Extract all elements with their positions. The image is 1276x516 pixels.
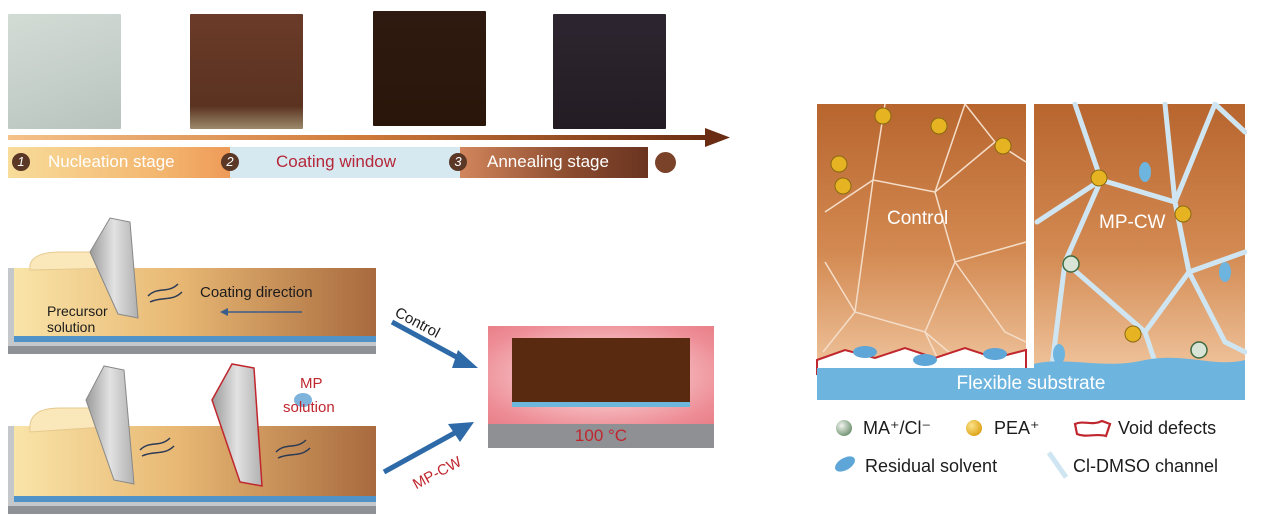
hotplate-temperature: 100 °C bbox=[574, 426, 628, 445]
hotplate-base bbox=[488, 424, 714, 448]
film-microstructure bbox=[816, 102, 1247, 400]
control-coating-stack bbox=[8, 217, 376, 354]
legend-ma-label: MA⁺/Cl⁻ bbox=[863, 418, 932, 438]
control-panel bbox=[816, 103, 1027, 375]
blade-coating-illustration bbox=[8, 217, 478, 514]
flexible-substrate bbox=[817, 368, 1245, 400]
film-photo-annealed bbox=[553, 14, 666, 129]
coating-direction-label: Coating direction bbox=[200, 284, 313, 301]
timeline-arrow bbox=[8, 128, 730, 147]
legend-void-icon bbox=[1073, 419, 1112, 438]
stage-label-coating: Coating window bbox=[276, 152, 397, 171]
mpcw-panel bbox=[1034, 102, 1247, 377]
mp-label-line1: MP bbox=[300, 375, 323, 392]
precursor-label-line1: Precursor bbox=[47, 303, 108, 319]
stage-number-2: 2 bbox=[221, 153, 239, 171]
legend-solvent-label: Residual solvent bbox=[865, 456, 998, 476]
legend-channel-icon bbox=[1046, 451, 1069, 479]
stage-number-3: 3 bbox=[449, 153, 467, 171]
annealed-film-substrate bbox=[512, 402, 690, 407]
stage-label-nucleation: Nucleation stage bbox=[48, 152, 175, 171]
stage-bar-nucleation bbox=[8, 147, 230, 178]
stage-number-1: 1 bbox=[12, 153, 30, 171]
substrate-label: Flexible substrate bbox=[956, 373, 1106, 394]
legend-void-label: Void defects bbox=[1118, 418, 1217, 438]
mpcw-coating-stack bbox=[8, 363, 376, 514]
annealing-hotplate: 100 °C bbox=[488, 326, 714, 450]
control-arrow bbox=[390, 319, 464, 363]
film-photo-coating-early bbox=[190, 14, 303, 129]
legend-channel-label: Cl-DMSO channel bbox=[1073, 456, 1219, 476]
stage-bar-coating bbox=[230, 147, 460, 178]
mpcw-panel-label: MP-CW bbox=[1099, 212, 1166, 233]
legend-pea-icon bbox=[966, 420, 982, 436]
stage-bar-annealing bbox=[460, 147, 648, 178]
legend-ma-icon bbox=[836, 420, 852, 436]
control-panel-label: Control bbox=[887, 208, 949, 229]
stage-end-dot bbox=[655, 152, 676, 173]
legend-pea-label: PEA⁺ bbox=[994, 418, 1040, 438]
legend-solvent-icon bbox=[832, 453, 858, 475]
annealed-film bbox=[512, 338, 690, 402]
film-photo-nucleation bbox=[8, 14, 121, 129]
stage-label-annealing: Annealing stage bbox=[487, 152, 609, 171]
mpcw-arrow bbox=[382, 427, 462, 475]
precursor-label-line2: solution bbox=[47, 319, 96, 335]
mp-label-line2: solution bbox=[283, 399, 335, 416]
film-photo-coating-late bbox=[373, 11, 486, 126]
